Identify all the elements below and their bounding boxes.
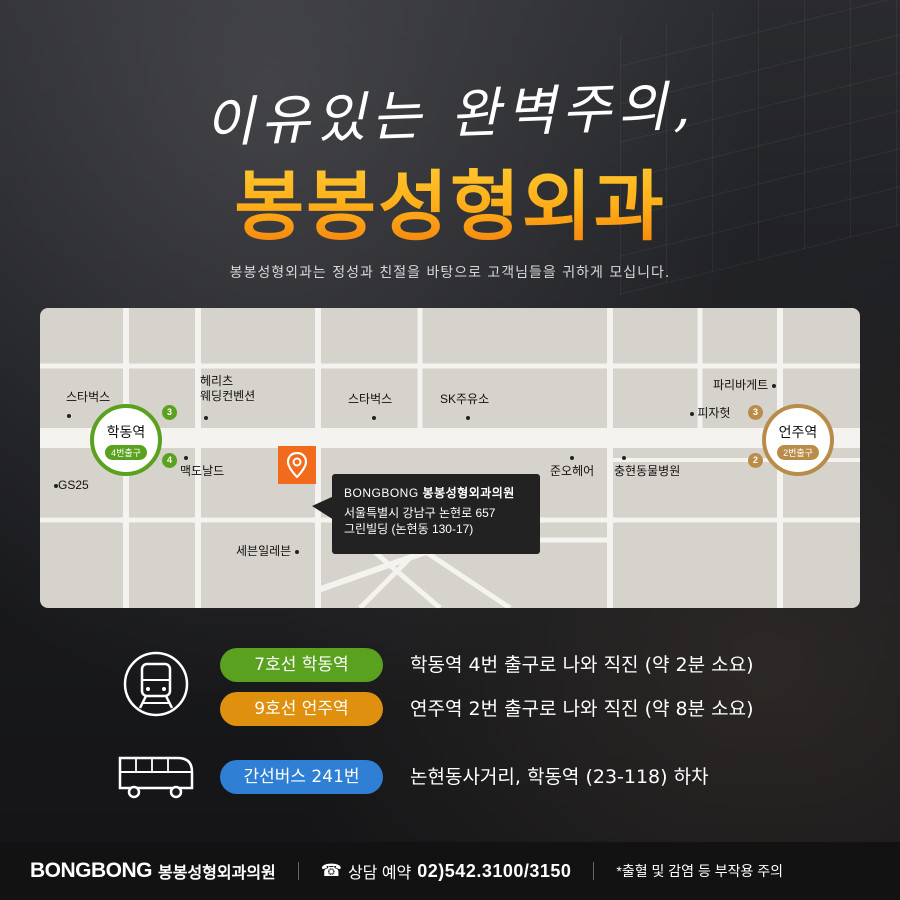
poi-gs25: GS25: [54, 478, 89, 492]
footer-brand: BONGBONG: [30, 859, 153, 882]
subtitle: 봉봉성형외과는 정성과 친절을 바탕으로 고객님들을 귀하게 모십니다.: [229, 265, 671, 281]
station-exit-badge: 4번출구: [105, 445, 147, 460]
poi-starbucks-left: 스타벅스: [66, 390, 111, 404]
exit-number: 4: [162, 453, 177, 468]
bus-badge: 간선버스 241번: [220, 760, 383, 794]
footer-clinic-name: 봉봉성형외과의원: [158, 865, 276, 882]
page-title: 봉봉성형외과: [0, 145, 900, 255]
poi-dot: [67, 408, 71, 422]
station-eonju[interactable]: 언주역 2번출구: [762, 404, 834, 476]
phone-number[interactable]: 02)542.3100/3150: [417, 860, 572, 881]
poi-seven-eleven: 세븐일레븐: [236, 542, 299, 559]
phone-label: 상담 예약: [347, 865, 412, 882]
bus-description: 논현동사거리, 학동역 (23-118) 하차: [410, 766, 709, 788]
divider: [297, 862, 299, 880]
poi-dot: [466, 410, 470, 424]
line9-description: 연주역 2번 출구로 나와 직진 (약 8분 소요): [410, 698, 754, 720]
phone-icon: ☎: [320, 861, 342, 880]
train-icon: [123, 651, 189, 717]
footer: BONGBONG 봉봉성형외과의원 ☎ 상담 예약 02)542.3100/31…: [0, 842, 900, 900]
poi-dot: [204, 410, 208, 424]
station-name: 학동역: [106, 424, 146, 440]
location-map[interactable]: 스타벅스 헤리츠 웨딩컨벤션 스타벅스 SK주유소 파리바게트 피자헛 GS25…: [40, 308, 860, 608]
transport-bus: 간선버스 241번 논현동사거리, 학동역 (23-118) 하차: [0, 760, 900, 800]
station-name: 언주역: [778, 424, 818, 440]
poi-pizza: 피자헛: [690, 404, 730, 421]
exit-number: 3: [162, 405, 177, 420]
bus-icon: [118, 756, 194, 799]
exit-number: 2: [748, 453, 763, 468]
poi-herich: 헤리츠 웨딩컨벤션: [200, 374, 256, 403]
poi-animal-hospital: 충현동물병원: [614, 450, 680, 478]
poi-dot: [372, 410, 376, 424]
line7-badge: 7호선 학동역: [220, 648, 383, 682]
side-effect-notice: *출혈 및 감염 등 부작용 주의: [616, 863, 783, 879]
divider: [593, 862, 595, 880]
poi-paris: 파리바게트: [713, 376, 776, 393]
transport-line9: 9호선 언주역 연주역 2번 출구로 나와 직진 (약 8분 소요): [0, 692, 900, 732]
station-exit-badge: 2번출구: [777, 445, 819, 460]
poi-junohair: 준오헤어: [550, 450, 594, 478]
poi-mcd: 맥도날드: [180, 450, 224, 478]
line9-badge: 9호선 언주역: [220, 692, 383, 726]
poi-starbucks-mid: 스타벅스: [348, 392, 393, 406]
line7-description: 학동역 4번 출구로 나와 직진 (약 2분 소요): [410, 654, 754, 676]
transport-line7: 7호선 학동역 학동역 4번 출구로 나와 직진 (약 2분 소요): [0, 648, 900, 688]
callout-address: 서울특별시 강남구 논현로 657 그린빌딩 (논현동 130-17): [344, 506, 496, 536]
exit-number: 3: [748, 405, 763, 420]
callout-brand: BONGBONG 봉봉성형외과의원: [344, 486, 515, 500]
map-pin-icon[interactable]: [278, 446, 316, 484]
poi-sk: SK주유소: [440, 392, 490, 406]
address-callout: BONGBONG 봉봉성형외과의원 서울특별시 강남구 논현로 657 그린빌딩…: [312, 474, 540, 554]
station-hakdong[interactable]: 학동역 4번출구: [90, 404, 162, 476]
